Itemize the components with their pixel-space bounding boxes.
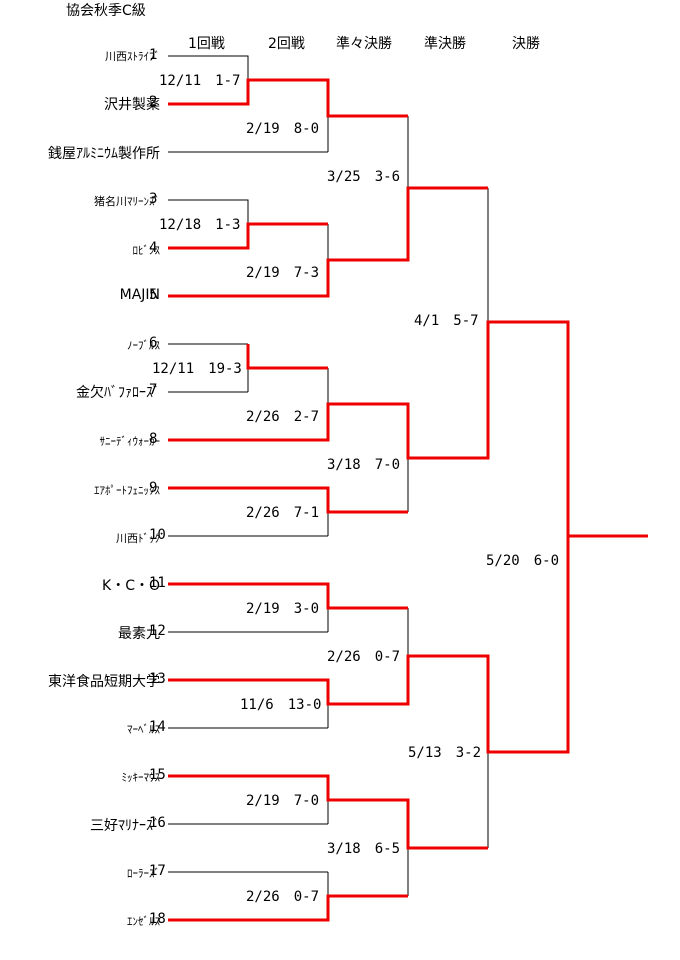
team-seed: 8 (149, 431, 158, 447)
team-name: ﾐｯｷｰﾏｳｽ (121, 771, 161, 784)
team-name: 川西ｽﾄﾗｲﾌﾞ (105, 50, 160, 63)
bracket-winner-path (168, 78, 648, 922)
team-seed: 15 (149, 767, 166, 783)
team-seed: 10 (149, 527, 166, 543)
team-name: 最素九 (118, 626, 160, 642)
team-name: ﾛｰﾗｰｽﾞ (127, 867, 160, 880)
match-score: 2/26 7-1 (246, 505, 320, 521)
team-name: ｴｱﾎﾟｰﾄﾌｪﾆｯｸｽ (94, 484, 160, 497)
match-score: 3/25 3-6 (327, 169, 401, 185)
match-score: 3/18 6-5 (327, 841, 401, 857)
team-seed: 11 (149, 575, 166, 591)
match-score: 2/26 2-7 (246, 409, 320, 425)
team-seed: 14 (149, 719, 166, 735)
team-seed: 4 (149, 240, 158, 256)
team-name: ﾉｰﾌﾞﾙｽ (127, 339, 160, 352)
team-seed: 2 (149, 94, 158, 110)
team-seed: 3 (149, 191, 158, 207)
team-seed: 9 (149, 480, 158, 496)
team-seed: 5 (149, 287, 158, 303)
team-name: K・C・O (102, 578, 160, 594)
team-seed: 17 (149, 863, 166, 879)
team-seed: 13 (149, 671, 166, 687)
round-label-1: 1回戦 (188, 36, 225, 52)
team-name: ｻﾆｰﾃﾞｨｳｫｰｶｰ (99, 435, 161, 448)
match-score: 2/19 7-0 (246, 793, 320, 809)
team-name: MAJIN (119, 287, 160, 303)
team-seed: 7 (149, 382, 158, 398)
team-name: 三好ﾏﾘﾅｰｽﾞ (90, 818, 160, 834)
team-seed: 6 (149, 335, 158, 351)
match-score: 5/13 3-2 (408, 745, 482, 761)
team-seed: 16 (149, 815, 166, 831)
round-label-quarterfinal: 準々決勝 (336, 36, 392, 52)
match-score: 2/19 7-3 (246, 265, 320, 281)
match-score: 2/19 3-0 (246, 601, 320, 617)
team-name: ｴﾝｾﾞﾙｽ (127, 915, 160, 928)
team-name: 沢井製薬 (104, 97, 160, 113)
match-score: 2/26 0-7 (246, 889, 320, 905)
match-score: 4/1 5-7 (414, 313, 479, 329)
match-score: 11/6 13-0 (240, 697, 322, 713)
match-score: 12/11 1-7 (159, 73, 241, 89)
match-score: 12/18 1-3 (159, 217, 241, 233)
round-label-2: 2回戦 (268, 36, 305, 52)
round-label-semifinal: 準決勝 (424, 36, 466, 52)
match-score: 2/19 8-0 (246, 121, 320, 137)
team-name: ﾛﾋﾞﾝｽ (132, 244, 161, 257)
team-name: ﾏｰﾍﾞﾙｽ (127, 723, 160, 736)
team-seed: 12 (149, 623, 166, 639)
match-score: 12/11 19-3 (152, 361, 242, 377)
team-name: 東洋食品短期大学 (48, 674, 160, 690)
team-name: 銭屋ｱﾙﾐﾆｳﾑ製作所 (48, 146, 160, 162)
team-name: 金欠ﾊﾞﾌｧﾛｰｽﾞ (76, 385, 160, 401)
match-score: 5/20 6-0 (486, 553, 560, 569)
match-score: 3/18 7-0 (327, 457, 401, 473)
team-name: 猪名川ﾏﾘｰﾝｽﾞ (94, 195, 160, 208)
team-seed: 18 (149, 911, 166, 927)
team-name: 川西ﾄﾞｯｸ (116, 532, 160, 545)
match-score: 2/26 0-7 (327, 649, 401, 665)
round-label-final: 決勝 (512, 36, 540, 52)
tournament-title: 協会秋季C級 (66, 3, 146, 19)
team-seed: 1 (149, 47, 158, 63)
